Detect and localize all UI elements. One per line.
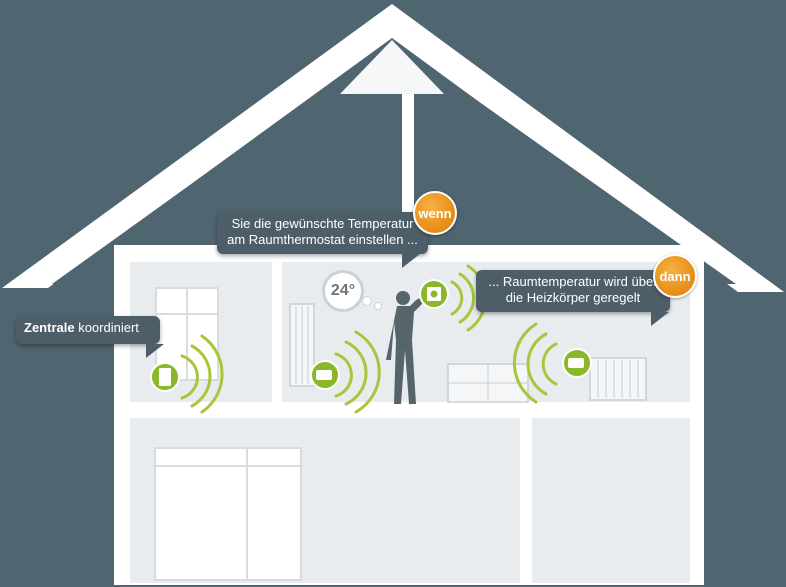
temperature-value: 24° [330, 282, 356, 299]
central-unit-icon [150, 362, 180, 392]
dann-badge-label: dann [659, 268, 691, 284]
callout-wenn-line2: am Raumthermostat einstellen ... [227, 232, 418, 247]
signal-waves-icon [334, 330, 381, 414]
callout-zentrale-rest: koordiniert [74, 320, 139, 335]
temperature-thought-bubble: 24° [322, 270, 364, 312]
signal-waves-icon [512, 322, 558, 404]
thought-dot [362, 296, 372, 306]
callout-dann-line1: ... Raumtemperatur wird über [488, 274, 658, 289]
room-lower-right [532, 418, 690, 583]
attic-vent [340, 40, 444, 94]
person-silhouette [386, 291, 426, 404]
dann-badge: dann [653, 254, 697, 298]
radiator-valve-icon [310, 360, 340, 390]
callout-dann-line2: die Heizkörper geregelt [505, 290, 641, 305]
wenn-badge-label: wenn [418, 205, 452, 221]
wenn-badge: wenn [413, 191, 457, 235]
double-door [154, 447, 302, 581]
radiator-right [589, 357, 647, 401]
callout-wenn-line1: Sie die gewünschte Temperatur [231, 216, 414, 231]
tall-radiator [289, 303, 315, 387]
thought-dot [374, 302, 382, 310]
dresser [447, 363, 529, 403]
callout-wenn: Sie die gewünschte Temperatur am Raumthe… [217, 212, 428, 268]
radiator-valve-icon [562, 348, 592, 378]
callout-zentrale: Zentrale koordiniert [16, 316, 164, 358]
room-thermostat-icon [419, 279, 449, 309]
callout-zentrale-bold: Zentrale [24, 320, 75, 335]
signal-waves-icon [180, 334, 224, 414]
callout-dann: ... Raumtemperatur wird über die Heizkör… [476, 270, 670, 326]
